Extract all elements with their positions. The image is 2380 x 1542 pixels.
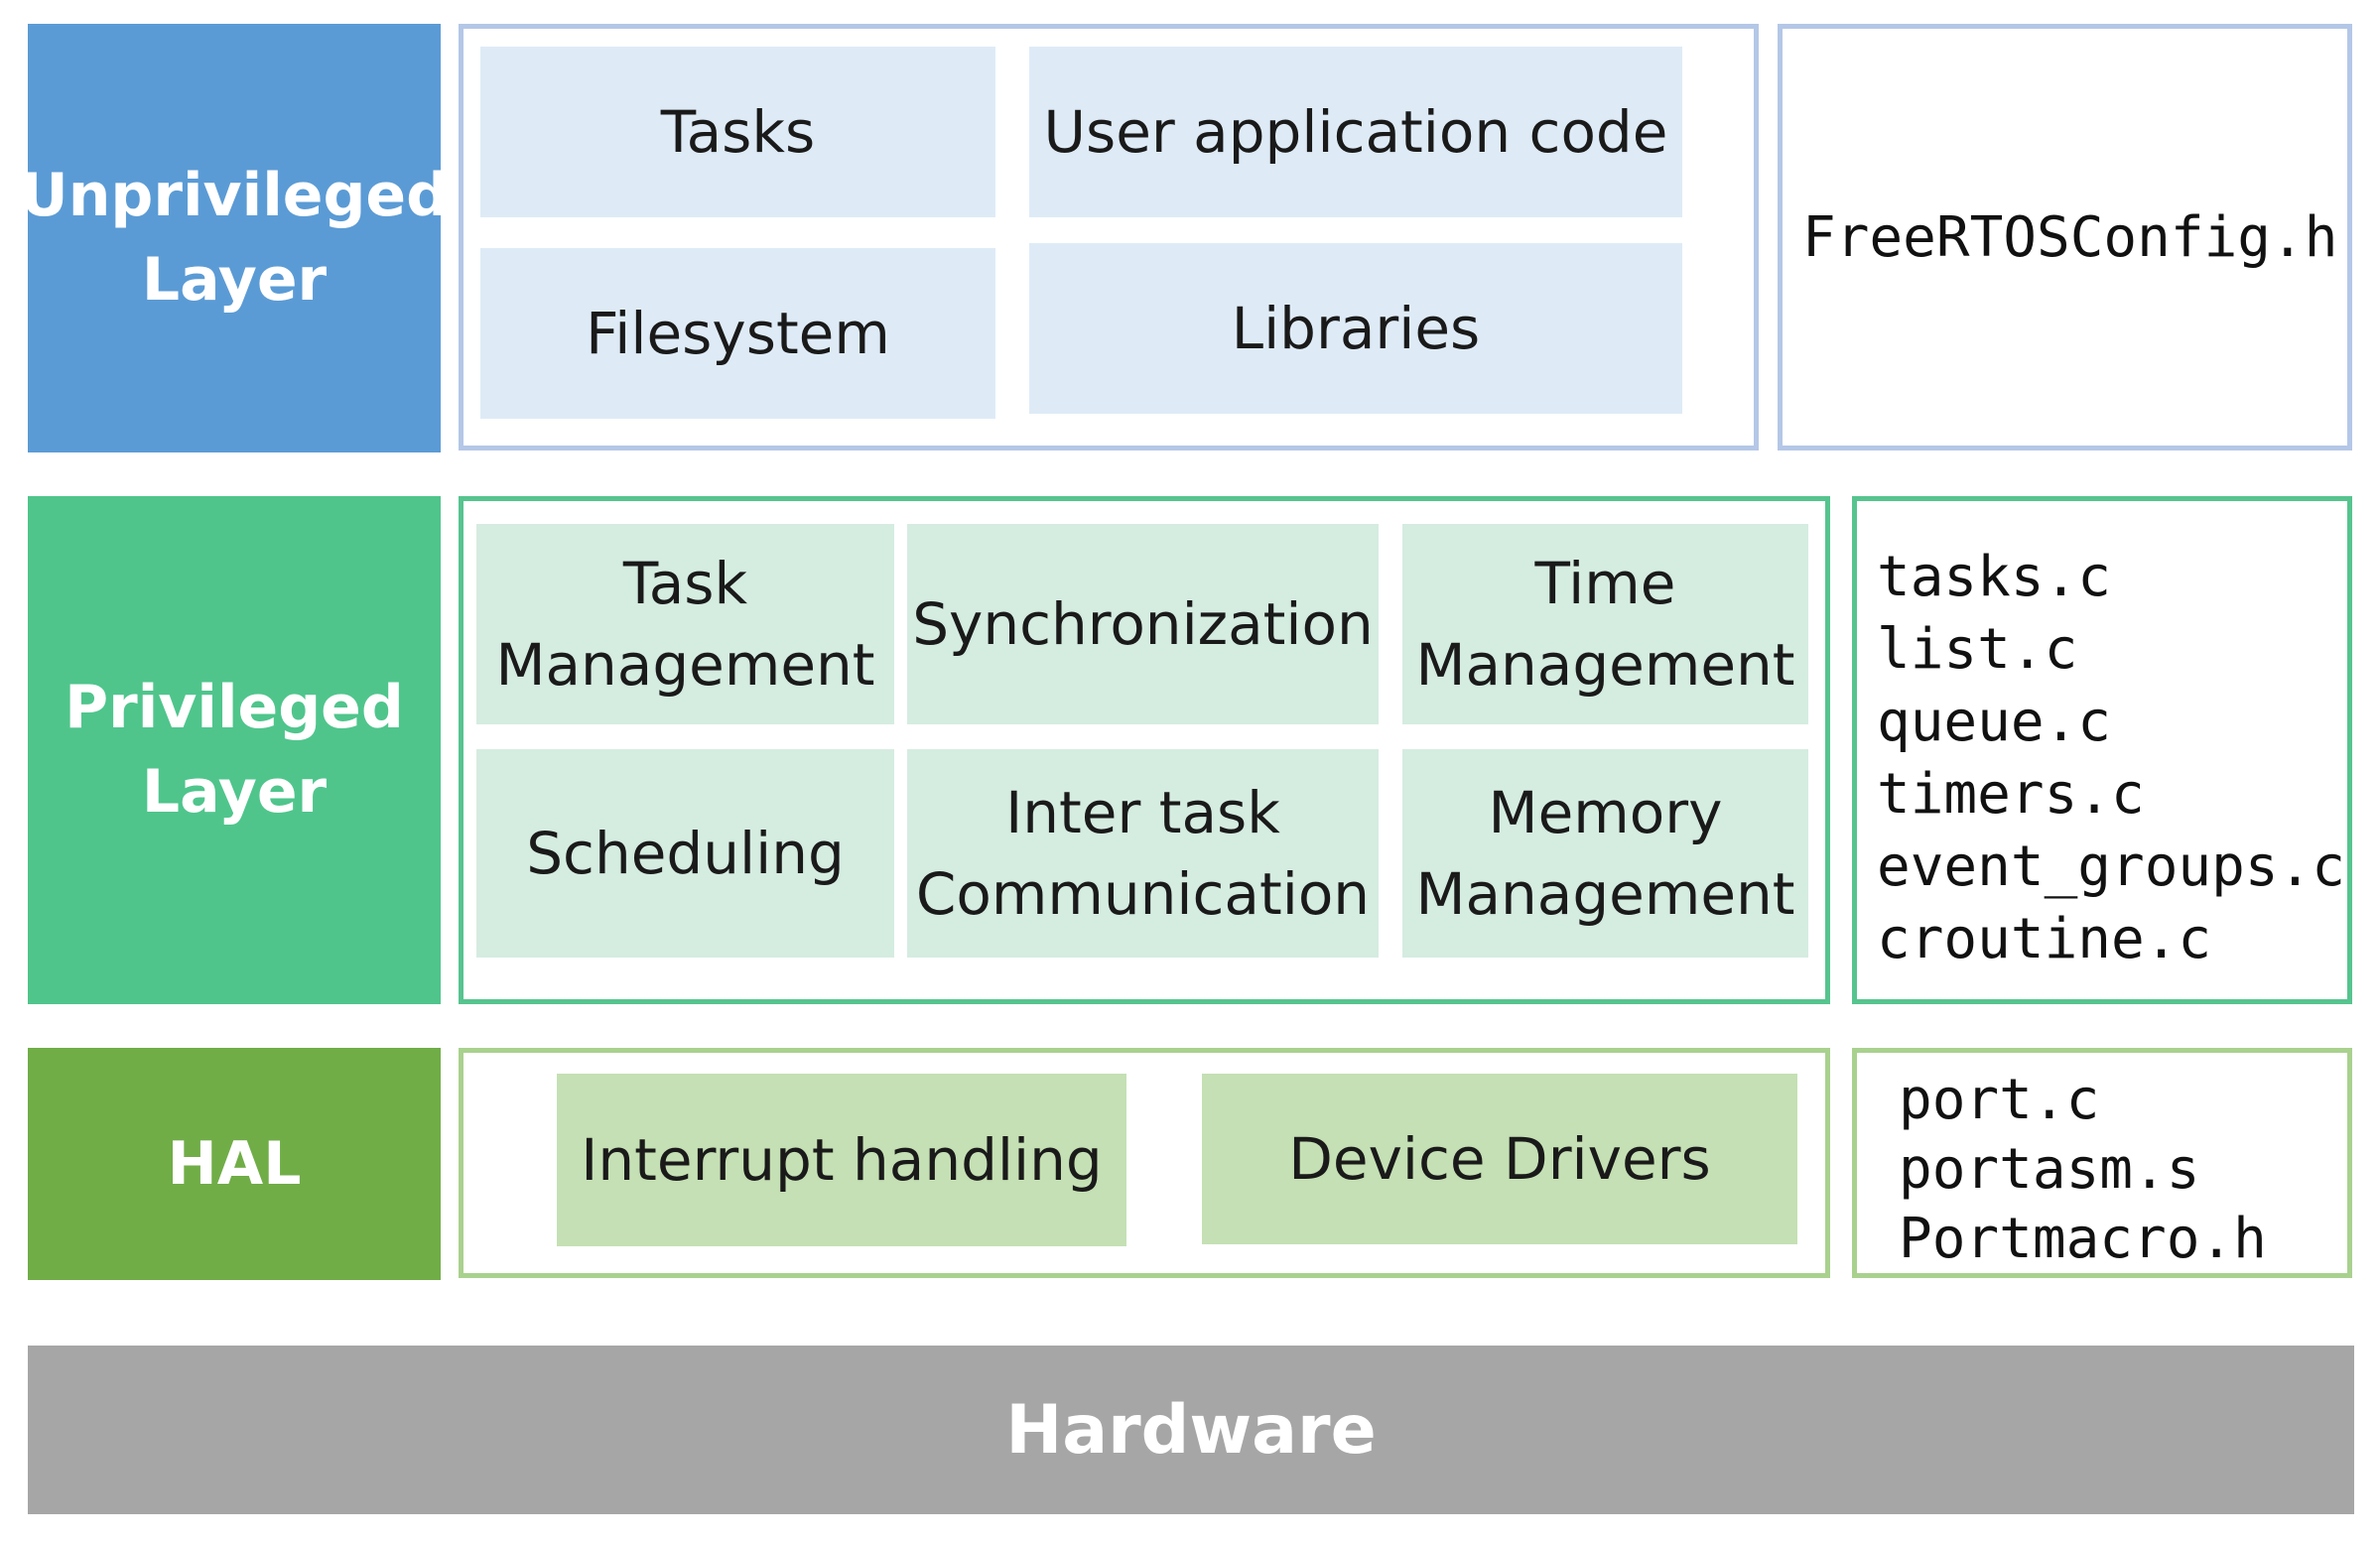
hal-layer-text: HAL: [167, 1128, 302, 1199]
unprivileged-layer-label: Unprivileged Layer: [20, 24, 449, 452]
file-name: port.c: [1899, 1068, 2100, 1132]
filesystem-block: Filesystem: [480, 248, 995, 419]
hardware-label: Hardware: [1005, 1390, 1377, 1470]
file-name: event_groups.c: [1877, 835, 2346, 899]
file-name: croutine.c: [1877, 907, 2212, 971]
file-name: FreeRTOSConfig.h: [1802, 204, 2338, 270]
device-drivers-block: Device Drivers: [1202, 1074, 1797, 1244]
hal-files-box: port.c portasm.s Portmacro.h: [1852, 1048, 2352, 1278]
file-name: portasm.s: [1899, 1137, 2200, 1202]
unprivileged-file-list: FreeRTOSConfig.h: [1802, 201, 2337, 274]
time-management-block: Time Management: [1402, 524, 1808, 724]
unprivileged-layer-text: Unprivileged Layer: [19, 161, 450, 315]
hal-file-list: port.c portasm.s Portmacro.h: [1899, 1066, 2267, 1274]
scheduling-block: Scheduling: [476, 749, 894, 958]
user-application-code-block: User application code: [1029, 47, 1682, 217]
memory-management-block: Memory Management: [1402, 749, 1808, 958]
hardware-layer: Hardware: [28, 1346, 2354, 1514]
file-name: tasks.c: [1877, 545, 2112, 609]
interrupt-handling-block: Interrupt handling: [557, 1074, 1126, 1246]
privileged-layer-text: Privileged Layer: [65, 673, 404, 827]
libraries-block: Libraries: [1029, 243, 1682, 414]
privileged-files-box: tasks.c list.c queue.c timers.c event_gr…: [1852, 496, 2352, 1004]
task-management-block: Task Management: [476, 524, 894, 724]
file-name: list.c: [1877, 617, 2078, 682]
privileged-file-list: tasks.c list.c queue.c timers.c event_gr…: [1877, 541, 2345, 975]
privileged-layer-label: Privileged Layer: [28, 496, 441, 1004]
synchronization-block: Synchronization: [907, 524, 1379, 724]
inter-task-communication-block: Inter task Communication: [907, 749, 1379, 958]
file-name: Portmacro.h: [1899, 1207, 2267, 1271]
tasks-block: Tasks: [480, 47, 995, 217]
unprivileged-files-box: FreeRTOSConfig.h: [1778, 24, 2352, 450]
hal-layer-label: HAL: [28, 1048, 441, 1280]
file-name: queue.c: [1877, 690, 2112, 754]
file-name: timers.c: [1877, 762, 2145, 827]
